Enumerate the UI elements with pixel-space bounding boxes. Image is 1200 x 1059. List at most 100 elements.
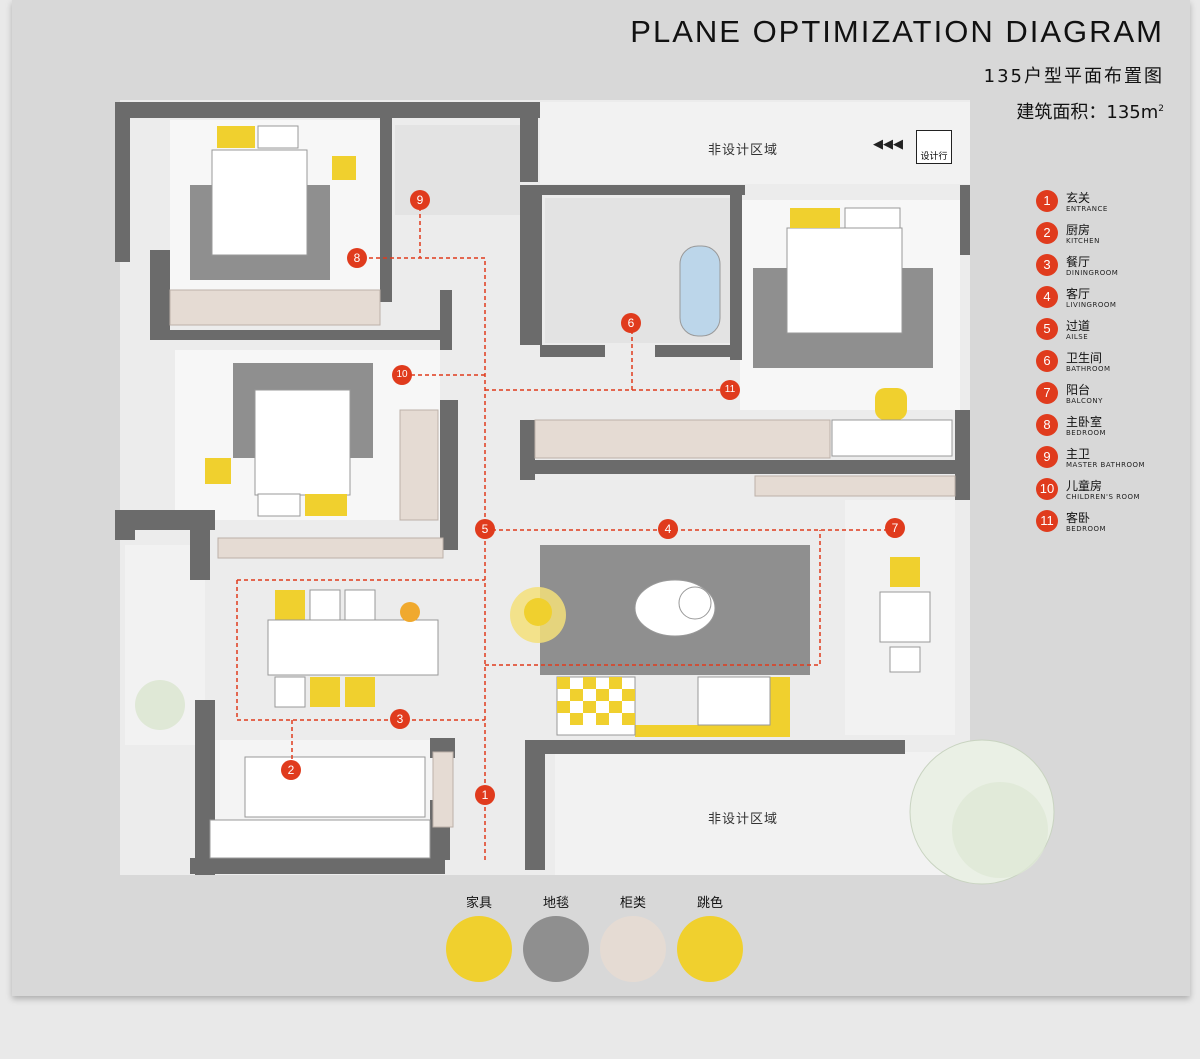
balcony-chair bbox=[890, 557, 920, 587]
legend-number: 1 bbox=[1036, 190, 1058, 212]
master-stool bbox=[332, 156, 356, 180]
swatch-cabinet: 柜类 bbox=[600, 892, 666, 982]
route-marker: 10 bbox=[392, 365, 412, 385]
checkered-sofa bbox=[556, 676, 636, 736]
area-superscript: 2 bbox=[1158, 104, 1164, 114]
legend-label-en: CHILDREN'S ROOM bbox=[1066, 493, 1141, 501]
legend-label-en: BEDROOM bbox=[1066, 525, 1107, 533]
dining-table bbox=[267, 619, 439, 676]
legend-number: 9 bbox=[1036, 446, 1058, 468]
legend-label: 玄关 bbox=[1066, 191, 1091, 205]
swatch-color bbox=[523, 916, 589, 982]
legend-label-en: DININGROOM bbox=[1066, 269, 1119, 277]
swatch-label: 地毯 bbox=[542, 896, 569, 911]
route-marker: 2 bbox=[281, 760, 301, 780]
swatch-color bbox=[677, 916, 743, 982]
swatch-label: 跳色 bbox=[696, 896, 723, 911]
route-marker: 5 bbox=[475, 519, 495, 539]
beds bbox=[211, 149, 903, 496]
legend-label: 阳台 bbox=[1066, 383, 1091, 397]
sofa-base bbox=[635, 725, 790, 737]
accent-furniture bbox=[205, 126, 920, 737]
legend-number: 8 bbox=[1036, 414, 1058, 436]
route-marker: 11 bbox=[720, 380, 740, 400]
bottom-zone-label: 非设计区域 bbox=[708, 812, 779, 827]
swatch-color bbox=[446, 916, 512, 982]
route-marker: 9 bbox=[410, 190, 430, 210]
legend-number: 3 bbox=[1036, 254, 1058, 276]
legend-label-en: BATHROOM bbox=[1066, 365, 1111, 373]
legend-label: 餐厅 bbox=[1066, 255, 1091, 269]
non-design-zone-top bbox=[540, 102, 970, 184]
living-decor bbox=[400, 579, 716, 643]
legend-label-en: BALCONY bbox=[1066, 397, 1103, 405]
guest-bed bbox=[786, 227, 903, 334]
legend-number: 11 bbox=[1036, 510, 1058, 532]
master-bed bbox=[211, 149, 308, 256]
building-area: 建筑面积：135m2 bbox=[1016, 98, 1164, 124]
corridor-cabinet bbox=[217, 537, 444, 559]
master-wardrobe bbox=[169, 289, 381, 326]
legend-label-en: BEDROOM bbox=[1066, 429, 1107, 437]
circulation-route bbox=[236, 200, 895, 860]
kitchen-counter bbox=[244, 756, 426, 818]
swatch-color bbox=[600, 916, 666, 982]
legend-label: 主卧室 bbox=[1066, 415, 1103, 429]
legend-number: 5 bbox=[1036, 318, 1058, 340]
plan-subtitle: 135户型平面布置图 bbox=[983, 66, 1164, 87]
route-marker: 3 bbox=[390, 709, 410, 729]
swatch-rug: 地毯 bbox=[523, 892, 589, 982]
children-wardrobe bbox=[399, 409, 439, 521]
non-design-zone-bottom bbox=[555, 752, 955, 875]
guest-chair bbox=[875, 388, 907, 420]
kitchen-cabinet bbox=[432, 751, 454, 828]
shoe-cabinet bbox=[754, 475, 956, 497]
balcony-table bbox=[879, 591, 931, 643]
children-bed bbox=[254, 389, 351, 496]
master-pillow bbox=[217, 126, 255, 148]
legend-number: 6 bbox=[1036, 350, 1058, 372]
material-swatches: 家具 地毯 柜类 跳色 bbox=[440, 892, 760, 982]
swatch-label: 柜类 bbox=[619, 896, 646, 911]
route-marker: 7 bbox=[885, 518, 905, 538]
legend-number: 7 bbox=[1036, 382, 1058, 404]
dining-chair bbox=[345, 677, 375, 707]
legend-label: 主卫 bbox=[1066, 447, 1091, 461]
legend-label-en: ENTRANCE bbox=[1066, 205, 1108, 213]
legend-label: 卫生间 bbox=[1066, 351, 1103, 365]
guest-wardrobe bbox=[534, 419, 831, 459]
legend-label-en: KITCHEN bbox=[1066, 237, 1100, 245]
swatch-furniture: 家具 bbox=[446, 892, 512, 982]
swatch-label: 家具 bbox=[465, 896, 492, 911]
legend-label: 过道 bbox=[1066, 319, 1091, 333]
legend-label: 厨房 bbox=[1066, 223, 1091, 237]
white-furniture bbox=[209, 125, 953, 859]
route-marker: 1 bbox=[475, 785, 495, 805]
cabinets bbox=[169, 289, 956, 828]
guest-pillow bbox=[790, 208, 840, 228]
legend-label: 客厅 bbox=[1066, 287, 1091, 301]
sofa-arm bbox=[770, 677, 790, 732]
dining-chair bbox=[310, 677, 340, 707]
direction-arrows-icon: ◀◀◀ bbox=[873, 137, 903, 152]
legend-label: 儿童房 bbox=[1066, 479, 1103, 493]
legend-number: 4 bbox=[1036, 286, 1058, 308]
legend-label-en: MASTER BATHROOM bbox=[1066, 461, 1146, 469]
route-marker: 8 bbox=[347, 248, 367, 268]
dining-chair bbox=[275, 590, 305, 620]
legend-label-en: LIVINGROOM bbox=[1066, 301, 1117, 309]
walls bbox=[115, 102, 970, 875]
legend-label: 客卧 bbox=[1066, 511, 1091, 525]
